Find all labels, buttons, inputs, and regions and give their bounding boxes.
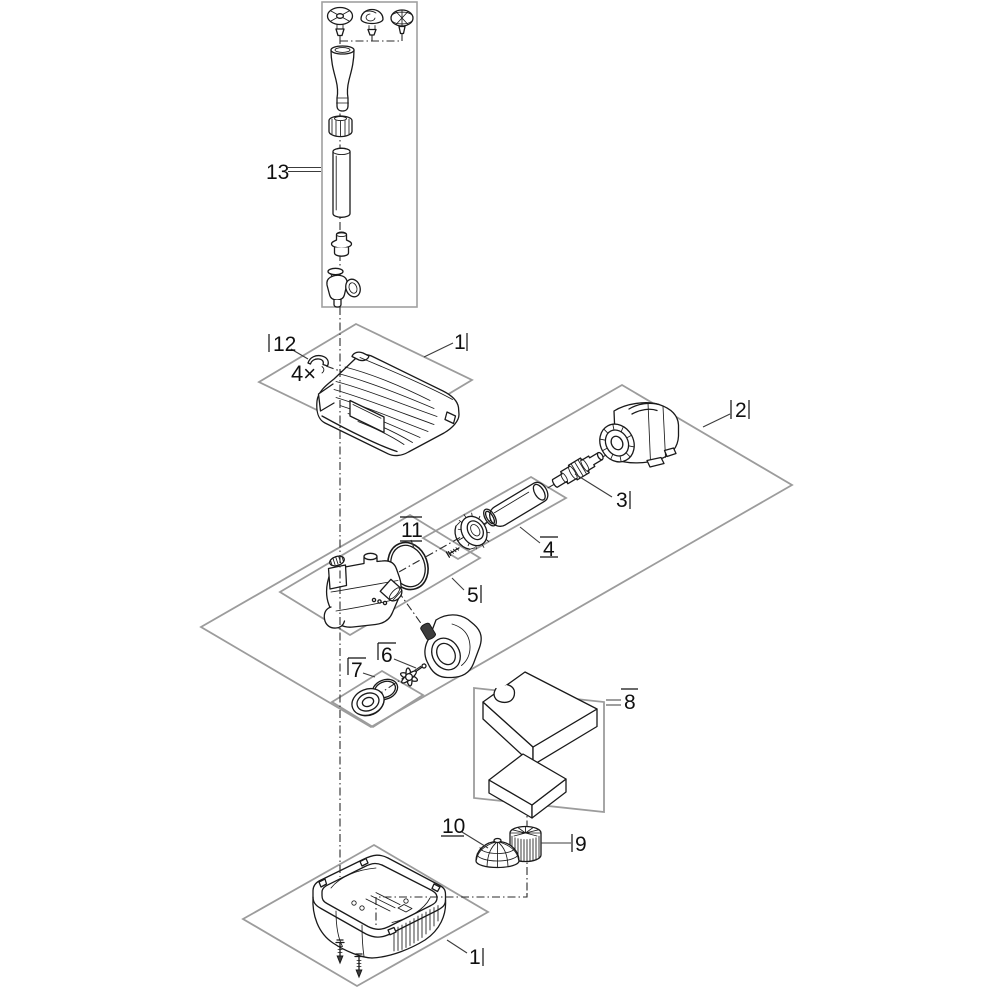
callout-5: 5 [467,584,479,607]
tick-6 [377,642,396,660]
leader-4 [519,526,541,544]
quartz-plane [421,475,568,561]
pump-housing-plane [278,513,482,637]
clip-axis [325,365,355,377]
callout-7: 7 [351,659,363,682]
leader-10 [461,831,489,849]
part-foam-filter-bottom [488,753,567,819]
base-plane [241,843,490,988]
callout-12: 12 [273,333,297,356]
callout-9: 9 [575,833,587,856]
tick-4 [540,536,558,558]
leader-8 [606,699,621,706]
part-o-ring-small [483,508,497,527]
callout-1-bottom: 1 [469,946,481,969]
part-strainer-dome [475,837,520,869]
part-fountain-nozzle-vase [330,45,355,112]
leader-7 [362,672,376,678]
tick-11 [400,516,422,542]
callout-13: 13 [266,161,290,184]
outlet-axis [397,590,431,637]
leader-1-bottom [446,939,468,954]
callout-10: 10 [442,815,466,838]
leader-12 [290,348,309,360]
tick-2 [730,400,750,419]
part-foam-filter-top [482,671,598,766]
callout-3: 3 [616,489,628,512]
motor-plane [199,383,794,729]
callout-11: 11 [401,519,423,542]
part-volute-chamber [420,614,482,679]
leader-1-top [423,342,454,358]
part-cable-gland [551,451,604,488]
part-top-cover [316,351,460,457]
part-extension-tube [332,147,351,218]
part-fountain-head-1 [326,6,354,37]
part-t-connector [326,267,361,308]
part-cover-clip [307,354,329,374]
part-fountain-head-3 [390,9,414,35]
part-pump-cover [351,687,385,717]
callout-6: 6 [381,644,393,667]
base-link-axis [375,893,528,928]
callout-2: 2 [735,399,747,422]
leader-5 [451,577,465,591]
callout-4: 4 [543,538,555,561]
part-adapter-coupling [330,231,353,257]
quantity-4x: 4× [291,361,317,386]
part-impeller [399,663,427,687]
part-base-screw-2 [354,953,364,979]
fountain-set-box [321,1,418,308]
leader-3 [574,473,613,498]
part-quartz-sleeve [489,481,549,527]
group-leaders [288,166,731,954]
part-base-housing [312,854,447,959]
tick-7 [347,657,366,675]
group-axes-front [339,307,528,928]
part-pump-housing [323,552,403,629]
group-callout-ticks [268,333,750,966]
leader-13 [288,166,321,173]
leader-6 [393,658,417,669]
part-union-nut [328,115,353,138]
callout-1-top: 1 [454,331,466,354]
part-screw-small [445,547,460,558]
callout-8: 8 [624,691,636,714]
part-fountain-head-2 [360,8,384,36]
part-clamping-ring [454,512,491,550]
head-connector-axis [340,34,403,42]
pump-cover-plane [330,669,425,729]
leader-2 [702,413,731,428]
part-motor-unit [599,402,680,468]
part-base-screw-1 [335,939,345,965]
